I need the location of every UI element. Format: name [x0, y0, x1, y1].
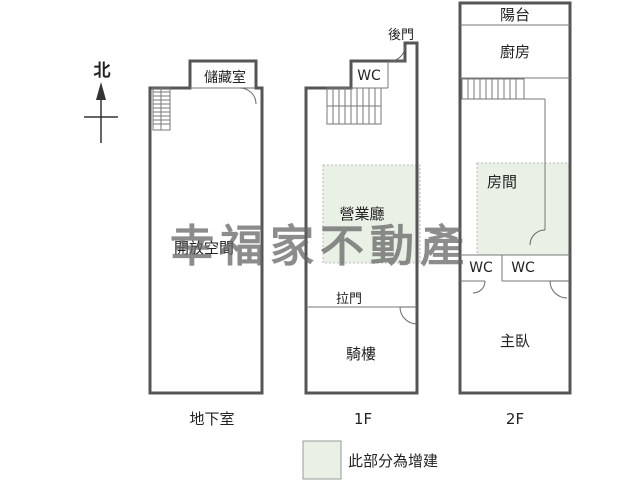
floor2-walls — [458, 1, 572, 395]
legend-swatch — [302, 440, 342, 480]
room-label-open-space: 開放空間 — [174, 239, 234, 257]
north-arrow-icon — [96, 82, 106, 100]
floor-label-2f: 2F — [506, 410, 524, 428]
bedroom-door-icon — [549, 280, 570, 299]
basement-stairs-icon — [152, 87, 171, 131]
extension-area-2f — [476, 162, 571, 256]
room-label-wc-left: WC — [469, 260, 493, 276]
floor-label-basement: 地下室 — [189, 410, 234, 428]
legend: 此部分為增建 — [302, 440, 438, 480]
legend-text: 此部分為增建 — [348, 452, 438, 470]
floor1-side-door-icon — [399, 306, 418, 325]
room-label-storage: 儲藏室 — [204, 69, 246, 86]
room-label-sliding-door: 拉門 — [336, 292, 362, 307]
floor-label-1f: 1F — [354, 410, 372, 428]
floor1-stairs-icon — [326, 87, 382, 125]
room-label-sales-hall: 營業廳 — [339, 205, 384, 223]
room-label-master-bedroom: 主臥 — [500, 332, 530, 350]
floor2-plan: 陽台 廚房 房間 WC WC 主臥 2F — [458, 1, 572, 428]
room-label-wc-1f: WC — [357, 68, 381, 84]
floor2-stairs-icon — [461, 78, 525, 100]
room-label-arcade: 騎樓 — [346, 345, 376, 363]
floor1-plan: 後門 WC 營業廳 拉門 騎樓 1F — [304, 28, 421, 428]
north-label: 北 — [94, 61, 111, 81]
back-door-icon — [389, 45, 406, 62]
storage-door-icon — [239, 87, 257, 105]
watermark-text: 幸福家不動產 — [170, 221, 470, 272]
extension-area-1f — [322, 164, 421, 264]
basement-plan: 儲藏室 開放空間 地下室 — [148, 59, 264, 428]
room-label-back-door: 後門 — [388, 28, 414, 43]
room-label-kitchen: 廚房 — [500, 43, 530, 61]
room-label-room: 房間 — [487, 173, 517, 191]
room-label-balcony: 陽台 — [500, 6, 530, 24]
compass: 北 — [84, 61, 118, 143]
room-door-icon — [529, 229, 546, 246]
wc-door-icon — [472, 280, 486, 294]
room-label-wc-right: WC — [511, 260, 535, 276]
